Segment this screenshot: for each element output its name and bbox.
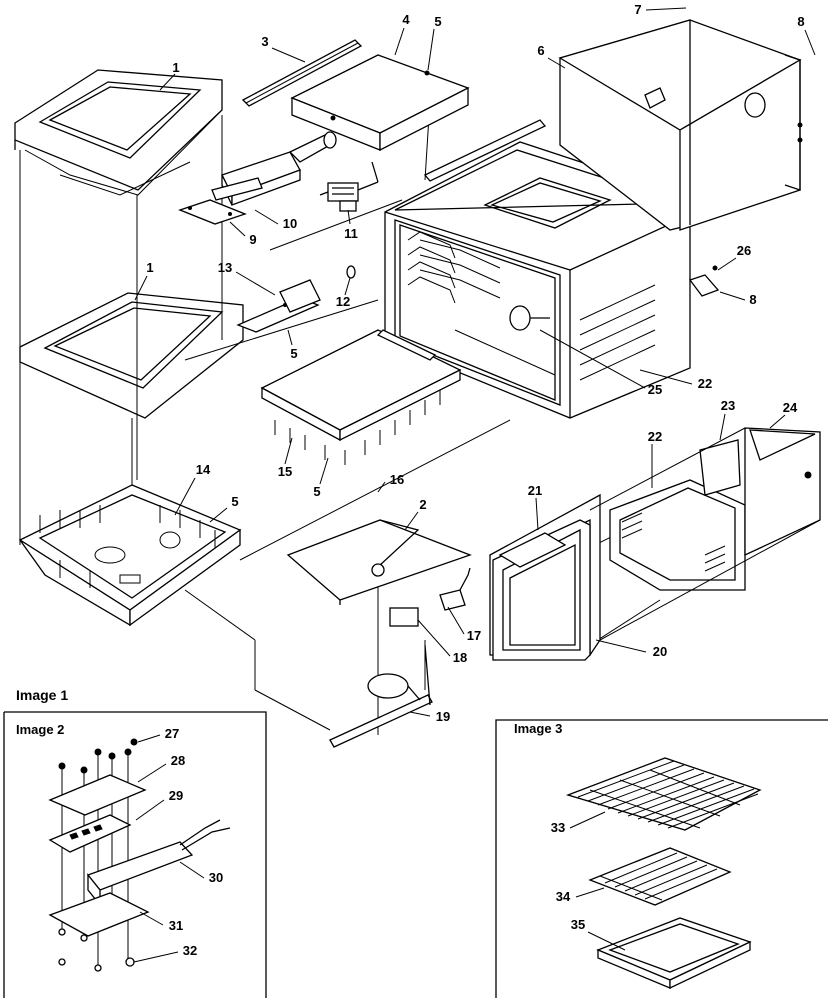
callout-label: 28 <box>171 753 185 768</box>
part-31-bracket <box>48 892 150 937</box>
callout-label: 33 <box>551 820 565 835</box>
part-28-plate <box>48 774 147 816</box>
image-1-label: Image 1 <box>16 687 68 703</box>
main-callouts: 1 3 4 5 7 8 6 10 9 11 13 12 26 8 1 5 25 … <box>134 2 816 724</box>
callout-label: 31 <box>169 918 183 933</box>
image-3-panel: Image 3 33 34 35 <box>495 719 828 998</box>
callout-label: 20 <box>653 644 667 659</box>
callout-label: 5 <box>313 484 320 499</box>
callout-label: 11 <box>344 226 358 241</box>
part-1-top-panel-upper <box>14 69 223 196</box>
callout-label: 19 <box>436 709 450 724</box>
callout-label: 8 <box>797 14 804 29</box>
part-34-broiler-grid <box>588 847 732 906</box>
part-15-bottom-panel <box>260 329 462 465</box>
callout-label: 10 <box>283 216 297 231</box>
callout-label: 15 <box>278 464 292 479</box>
callout-label: 4 <box>402 12 410 27</box>
part-20-24-liner-group <box>489 427 821 661</box>
callout-label: 12 <box>336 294 350 309</box>
callout-label: 29 <box>169 788 183 803</box>
callout-label: 6 <box>537 43 544 58</box>
callout-label: 22 <box>648 429 662 444</box>
callout-label: 18 <box>453 650 467 665</box>
callout-label: 1 <box>172 60 179 75</box>
part-6-7-back-panel <box>423 19 803 231</box>
callout-label: 34 <box>556 889 571 904</box>
callout-label: 21 <box>528 483 542 498</box>
callout-label: 26 <box>737 243 751 258</box>
part-12-screw <box>346 265 356 279</box>
callout-label: 7 <box>634 2 641 17</box>
callout-label: 16 <box>390 472 404 487</box>
callout-label: 23 <box>721 398 735 413</box>
callout-label: 22 <box>698 376 712 391</box>
image-3-label: Image 3 <box>514 721 562 736</box>
part-17-18-valve <box>389 567 471 627</box>
callout-label: 27 <box>165 726 179 741</box>
part-4-cover-box <box>290 54 470 152</box>
oven-cavity-assembly <box>384 141 691 419</box>
part-2-burner <box>286 519 472 605</box>
part-3-rod <box>241 39 363 107</box>
callout-label: 8 <box>749 292 756 307</box>
part-1-top-panel-lower <box>19 292 244 419</box>
callout-label: 2 <box>419 497 426 512</box>
callout-label: 17 <box>467 628 481 643</box>
part-11-switch <box>319 161 379 212</box>
callout-label: 5 <box>434 14 441 29</box>
part-10-igniter-module <box>211 131 337 206</box>
callout-label: 9 <box>249 232 256 247</box>
part-35-broiler-pan <box>596 917 752 990</box>
callout-label: 25 <box>648 382 662 397</box>
part-26-bracket <box>688 265 720 297</box>
callout-label: 14 <box>196 462 211 477</box>
part-13-bracket <box>236 279 321 333</box>
image-2-panel: Image 2 27 28 <box>3 711 267 998</box>
callout-label: 24 <box>783 400 798 415</box>
callout-label: 32 <box>183 943 197 958</box>
callout-label: 3 <box>261 34 268 49</box>
part-14-base-pan <box>18 484 242 627</box>
part-9-bracket <box>178 199 247 225</box>
callout-label: 30 <box>209 870 223 885</box>
callout-label: 1 <box>146 260 153 275</box>
image-2-label: Image 2 <box>16 722 64 737</box>
callout-label: 35 <box>571 917 585 932</box>
callout-label: 13 <box>218 260 232 275</box>
callout-label: 5 <box>290 346 297 361</box>
part-19-igniter <box>329 644 433 748</box>
callout-label: 5 <box>231 494 238 509</box>
part-33-oven-rack <box>565 757 762 831</box>
